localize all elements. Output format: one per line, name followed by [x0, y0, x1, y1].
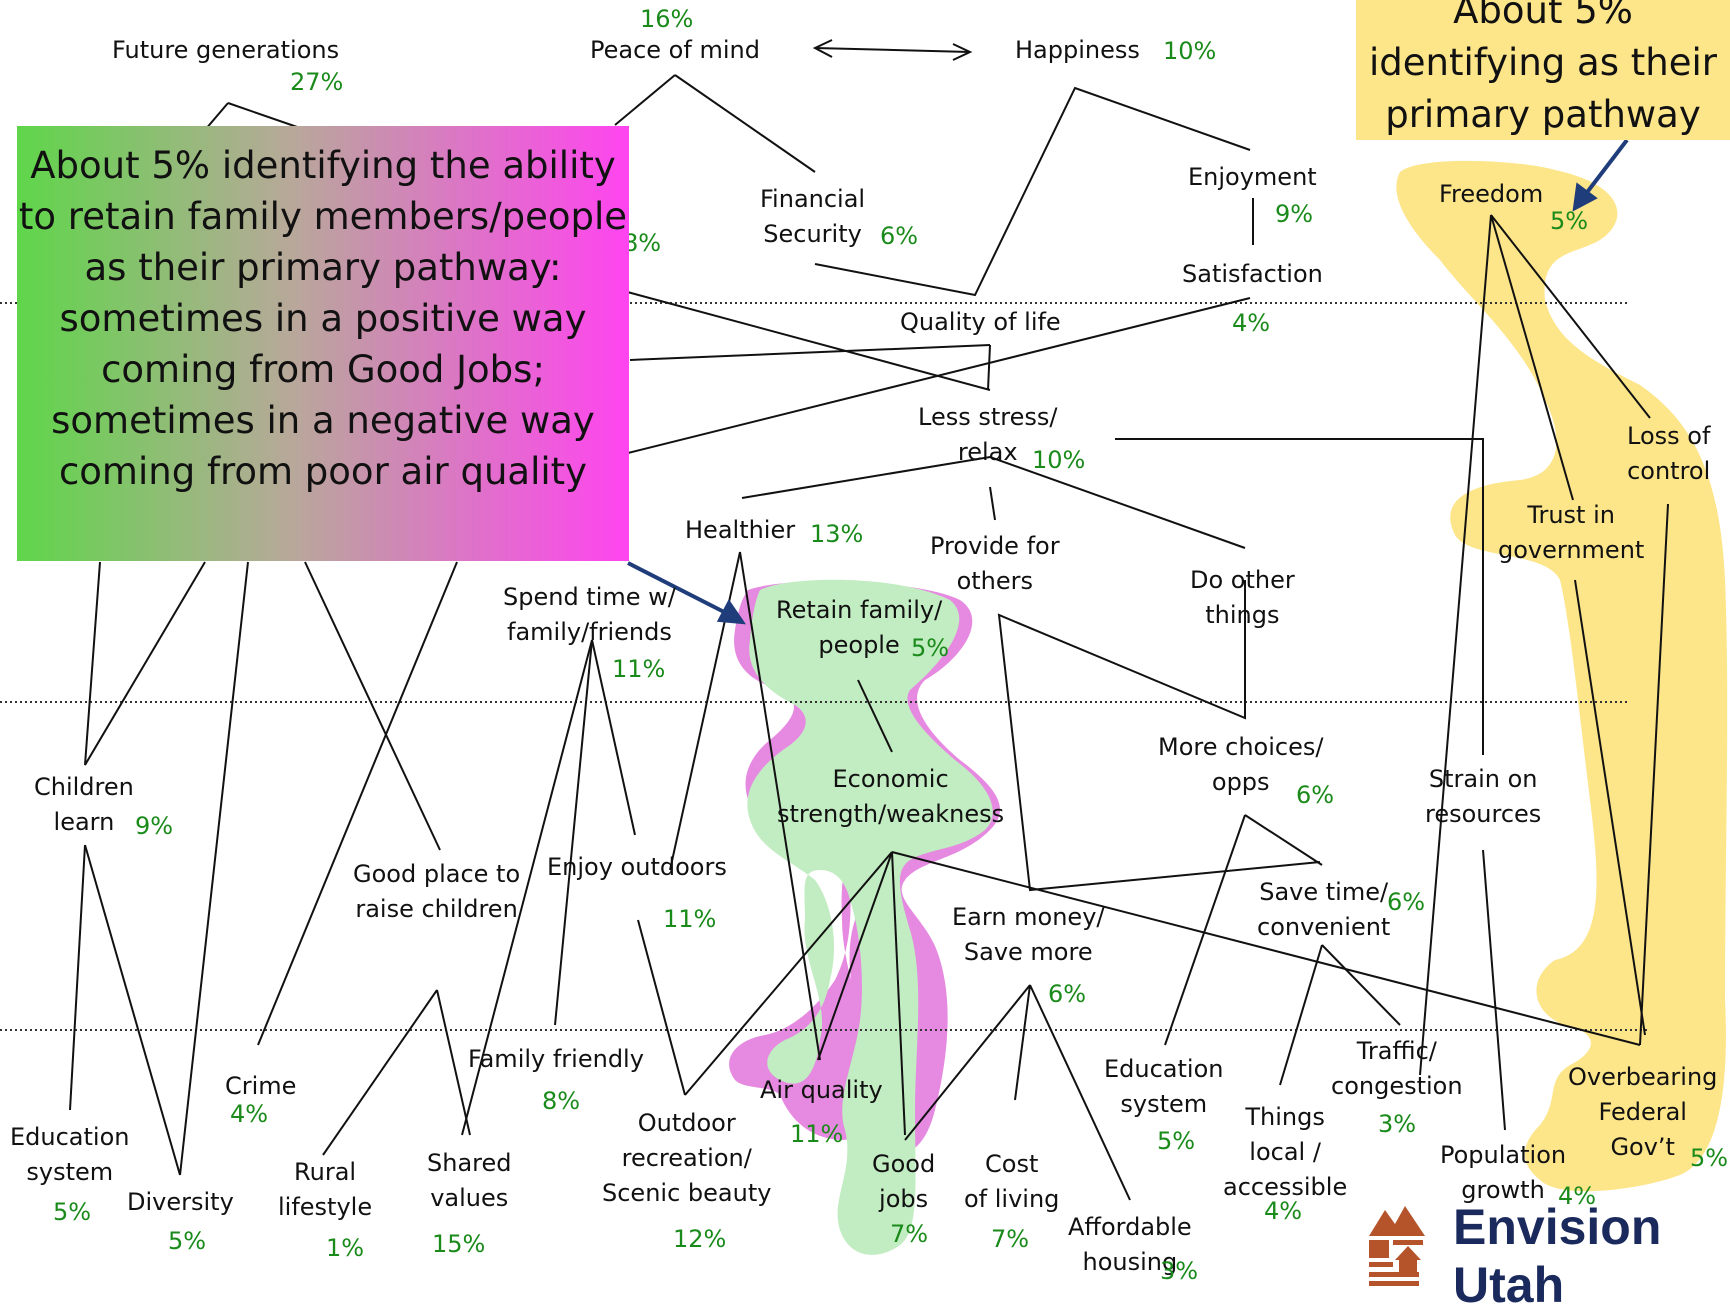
pct-financial-security: 6% [880, 222, 919, 250]
node-more-choices: More choices/ opps [1158, 733, 1324, 796]
pct-family-friendly: 8% [542, 1087, 581, 1115]
retain-family-pink-highlight [729, 581, 1000, 1154]
pct-overbearing-gov: 5% [1690, 1144, 1729, 1172]
pct-education-system-left: 5% [53, 1198, 92, 1226]
node-cost-of-living: Cost of living [964, 1150, 1060, 1213]
pct-peace-of-mind: 16% [640, 5, 694, 33]
envision-utah-logo: Envision Utah [1365, 1198, 1665, 1313]
pct-enjoyment: 9% [1275, 200, 1314, 228]
node-freedom: Freedom [1439, 180, 1544, 208]
node-population-growth: Population growth [1440, 1141, 1567, 1204]
freedom-callout: About 5% identifying as their primary pa… [1356, 0, 1730, 140]
node-quality-of-life: Quality of life [900, 308, 1061, 336]
node-good-place: Good place to raise children [353, 860, 521, 923]
node-good-jobs: Good jobs [872, 1150, 936, 1213]
pct-earn-money: 6% [1048, 980, 1087, 1008]
node-satisfaction: Satisfaction [1182, 260, 1323, 288]
pct-outdoor-recreation: 12% [673, 1225, 727, 1253]
pct-things-local: 4% [1264, 1197, 1303, 1225]
pct-future-generations: 27% [290, 68, 344, 96]
node-diversity: Diversity [127, 1188, 234, 1216]
node-financial-security: Financial Security [760, 185, 866, 248]
pct-children-learn: 9% [135, 812, 174, 840]
node-spend-time: Spend time w/ family/friends [503, 583, 676, 646]
node-economic-strength: Economic strength/weakness [777, 765, 1005, 828]
node-children-learn: Children learn [34, 773, 134, 836]
freedom-pathway-highlight [1396, 160, 1728, 1192]
node-crime: Crime [225, 1072, 297, 1100]
diagram-canvas [0, 39, 1728, 1255]
pct-happiness: 10% [1163, 37, 1217, 65]
node-future-generations: Future generations [112, 36, 340, 64]
node-education-system-left: Education system [10, 1123, 130, 1186]
pct-crime: 4% [230, 1100, 269, 1128]
node-traffic: Traffic/ congestion [1331, 1037, 1463, 1100]
pct-good-jobs: 7% [890, 1220, 929, 1248]
node-enjoyment: Enjoyment [1188, 163, 1317, 191]
envision-utah-logo-text: Envision Utah [1453, 1199, 1662, 1313]
pct-enjoy-outdoors: 11% [663, 905, 717, 933]
node-overbearing-gov: Overbearing Federal Gov’t [1568, 1063, 1718, 1161]
pct-partial-hidden: 8% [623, 229, 662, 257]
pct-satisfaction: 4% [1232, 309, 1271, 337]
pct-freedom: 5% [1550, 207, 1589, 235]
node-things-local: Things local / accessible [1223, 1103, 1348, 1201]
node-strain-on-resources: Strain on resources [1425, 765, 1542, 828]
pct-shared-values: 15% [432, 1230, 486, 1258]
node-shared-values: Shared values [427, 1149, 512, 1212]
envision-utah-logo-mark [1365, 1198, 1443, 1288]
node-do-other-things: Do other things [1190, 566, 1295, 629]
node-peace-of-mind: Peace of mind [590, 36, 760, 64]
pct-traffic: 3% [1378, 1110, 1417, 1138]
pct-less-stress: 10% [1032, 446, 1086, 474]
pct-diversity: 5% [168, 1227, 207, 1255]
peace-happiness-arrow [812, 39, 973, 61]
pct-more-choices: 6% [1296, 781, 1335, 809]
node-outdoor-recreation: Outdoor recreation/ Scenic beauty [602, 1109, 772, 1207]
pct-education-system-right: 5% [1157, 1127, 1196, 1155]
pct-retain-family: 5% [911, 634, 950, 662]
node-rural-lifestyle: Rural lifestyle [278, 1158, 373, 1221]
node-less-stress: Less stress/ relax [918, 403, 1058, 466]
node-loss-of-control: Loss of control [1627, 422, 1711, 485]
node-healthier: Healthier [685, 516, 796, 544]
node-air-quality: Air quality [760, 1076, 883, 1104]
node-family-friendly: Family friendly [468, 1045, 644, 1073]
pct-affordable-housing: 3% [1160, 1257, 1199, 1285]
node-happiness: Happiness [1015, 36, 1140, 64]
node-retain-family: Retain family/ people [776, 596, 943, 659]
node-save-time: Save time/ convenient [1257, 878, 1391, 941]
node-earn-money: Earn money/ Save more [952, 903, 1105, 966]
connector-lines [69, 74, 1669, 1201]
pct-cost-of-living: 7% [991, 1225, 1030, 1253]
pct-rural-lifestyle: 1% [326, 1234, 365, 1262]
node-provide-for-others: Provide for others [930, 532, 1060, 595]
pct-healthier: 13% [810, 520, 864, 548]
node-enjoy-outdoors: Enjoy outdoors [547, 853, 727, 881]
node-trust-in-government: Trust in government [1498, 501, 1645, 564]
node-affordable-housing: Affordable housing [1068, 1213, 1192, 1276]
pct-spend-time: 11% [612, 655, 666, 683]
callout-arrows [627, 138, 1629, 625]
pct-air-quality: 11% [790, 1120, 844, 1148]
retain-family-green-highlight [747, 579, 993, 1255]
node-education-system-right: Education system [1104, 1055, 1224, 1118]
pct-population-growth: 4% [1558, 1182, 1597, 1210]
retain-family-callout: About 5% identifying the ability to reta… [17, 126, 629, 561]
pct-save-time: 6% [1387, 888, 1426, 916]
